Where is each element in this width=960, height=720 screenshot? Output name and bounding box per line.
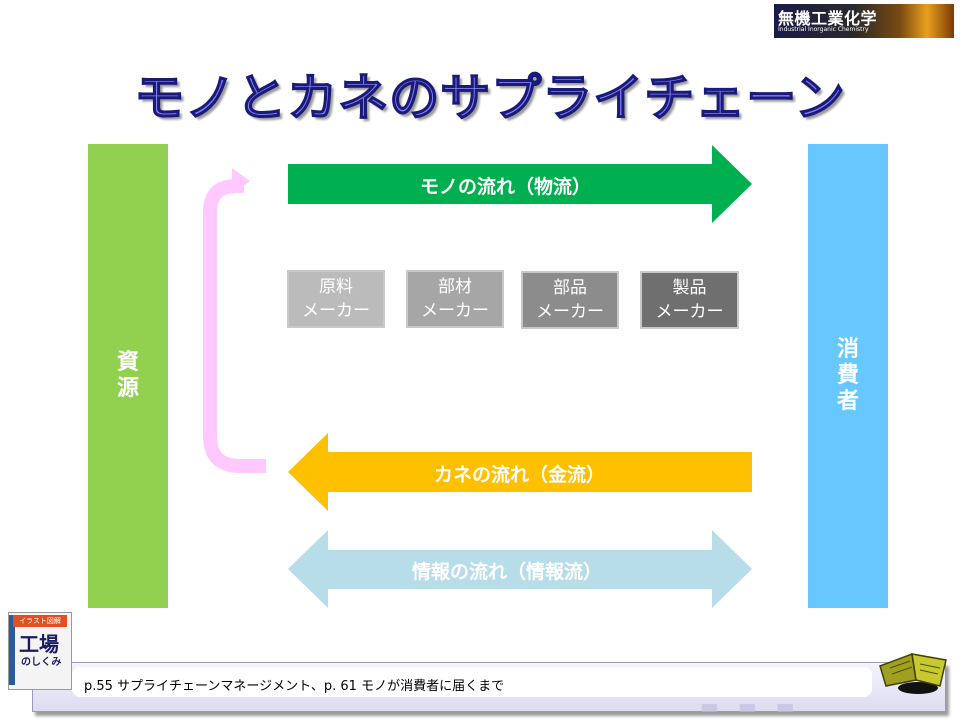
book-subtitle: のしくみ [21, 657, 62, 668]
consumer-label: 消費者 [836, 337, 859, 414]
reference-box: p.55 サプライチェーンマネージメント、p. 61 モノが消費者に届くまで [72, 667, 872, 697]
money-flow-arrow [288, 433, 752, 511]
resources-bar: 資源 [88, 144, 168, 608]
goods-flow-arrow [288, 145, 752, 223]
book-stripe [9, 615, 15, 685]
raw-material-maker-box: 原料 メーカー [287, 270, 385, 328]
parts-maker-box: 部品 メーカー [521, 271, 619, 329]
consumer-bar: 消費者 [808, 144, 888, 608]
slide-title: モノとカネのサプライチェーン [134, 68, 846, 128]
info-flow-label: 情報の流れ（情報流） [412, 561, 603, 583]
watermark: ▬ ▬ ▬ [700, 694, 801, 718]
logo: 無機工業化学 Industrial Inorganic Chemistry [774, 4, 954, 38]
money-flow-label: カネの流れ（金流） [434, 464, 606, 486]
product-maker-box: 製品 メーカー [640, 271, 739, 329]
resources-label: 資源 [116, 350, 139, 401]
info-flow-arrow [288, 530, 752, 608]
logo-title: 無機工業化学 [778, 9, 878, 28]
return-arrow-head [232, 168, 250, 194]
open-book-icon [879, 652, 947, 694]
book-band: イラスト図解 [13, 615, 67, 627]
reference-text: p.55 サプライチェーンマネージメント、p. 61 モノが消費者に届くまで [84, 679, 505, 694]
logo-subtitle: Industrial Inorganic Chemistry [778, 26, 869, 33]
component-material-maker-box: 部材 メーカー [406, 270, 504, 328]
book-cover: イラスト図解 工場 のしくみ [8, 612, 72, 690]
return-arrow [203, 179, 266, 473]
book-title: 工場 [19, 632, 59, 656]
goods-flow-label: モノの流れ（物流） [420, 176, 592, 198]
